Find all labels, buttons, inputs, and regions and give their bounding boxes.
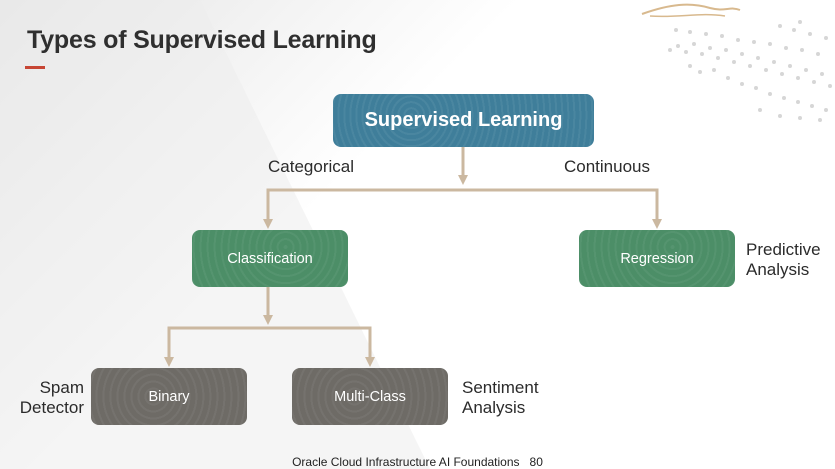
slide-footer: Oracle Cloud Infrastructure AI Foundatio…	[0, 455, 835, 469]
node-binary: Binary	[91, 368, 247, 425]
node-supervised-learning: Supervised Learning	[333, 94, 594, 147]
page-number: 80	[529, 455, 543, 469]
branch-label-continuous: Continuous	[564, 157, 651, 176]
node-multiclass-label: Multi-Class	[334, 388, 406, 405]
node-supervised-learning-label: Supervised Learning	[364, 109, 563, 131]
node-regression: Regression	[579, 230, 735, 287]
node-regression-label: Regression	[620, 250, 694, 267]
edge-sub-branch	[167, 326, 372, 363]
decorative-texture	[641, 3, 832, 122]
node-classification: Classification	[192, 230, 348, 287]
slide-title: Types of Supervised Learning	[27, 26, 377, 54]
note-predictive-analysis: Predictive Analysis	[746, 240, 821, 279]
node-multiclass: Multi-Class	[292, 368, 448, 425]
edge-branch	[266, 188, 659, 225]
branch-label-categorical: Categorical	[268, 157, 354, 176]
note-sentiment-analysis: Sentiment Analysis	[462, 378, 539, 417]
title-accent-bar	[25, 66, 45, 69]
note-spam-detector: Spam Detector	[19, 378, 84, 417]
node-binary-label: Binary	[148, 388, 190, 405]
footer-text: Oracle Cloud Infrastructure AI Foundatio…	[292, 455, 520, 469]
node-classification-label: Classification	[227, 250, 313, 267]
